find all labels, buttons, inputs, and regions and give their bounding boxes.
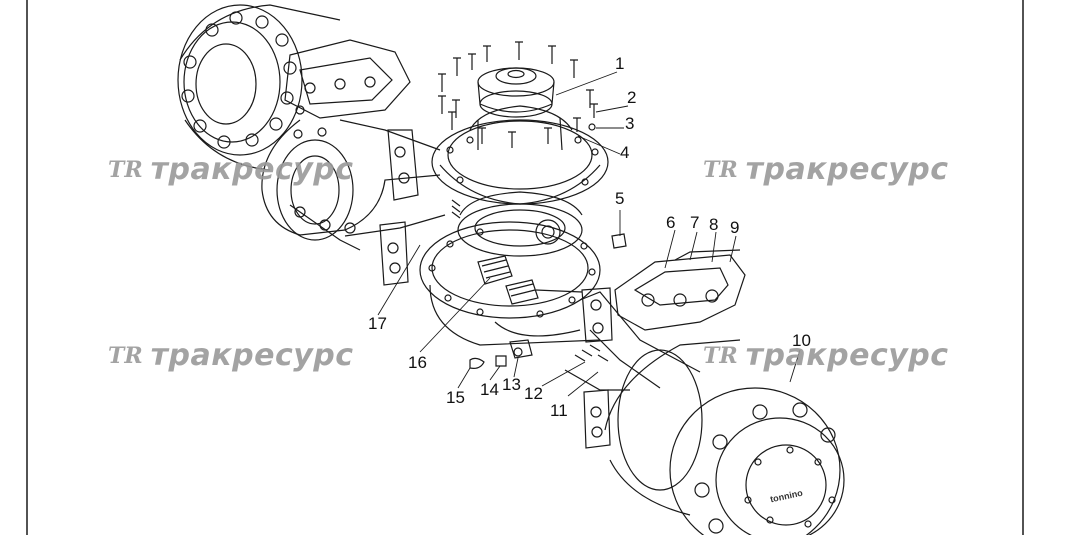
callout-12: 12 [524, 384, 543, 403]
callout-11: 11 [550, 401, 568, 420]
differential-carrier [431, 67, 609, 205]
right-caliper [611, 233, 746, 331]
upper-left-hub [177, 4, 411, 171]
callout-8: 8 [709, 215, 719, 234]
callout-7: 7 [690, 213, 700, 232]
left-axle-housing [261, 119, 446, 286]
callout-5: 5 [615, 189, 625, 208]
callout-9: 9 [730, 218, 740, 237]
ring-gear [451, 191, 583, 257]
callout-1: 1 [615, 54, 625, 73]
callout-16: 16 [408, 353, 427, 372]
callout-10: 10 [792, 331, 811, 350]
callout-4: 4 [620, 143, 630, 162]
callout-6: 6 [666, 213, 676, 232]
carrier-bolts [438, 41, 598, 148]
leader-lines [377, 71, 801, 397]
callout-3: 3 [625, 114, 635, 133]
callout-15: 15 [446, 388, 465, 407]
callout-14: 14 [480, 380, 499, 399]
callout-2: 2 [627, 88, 637, 107]
axle-shaft-16 [477, 255, 583, 305]
callout-13: 13 [502, 375, 521, 394]
lower-right-hub [604, 339, 845, 535]
banjo-housing [419, 221, 601, 369]
callout-17: 17 [368, 314, 387, 333]
